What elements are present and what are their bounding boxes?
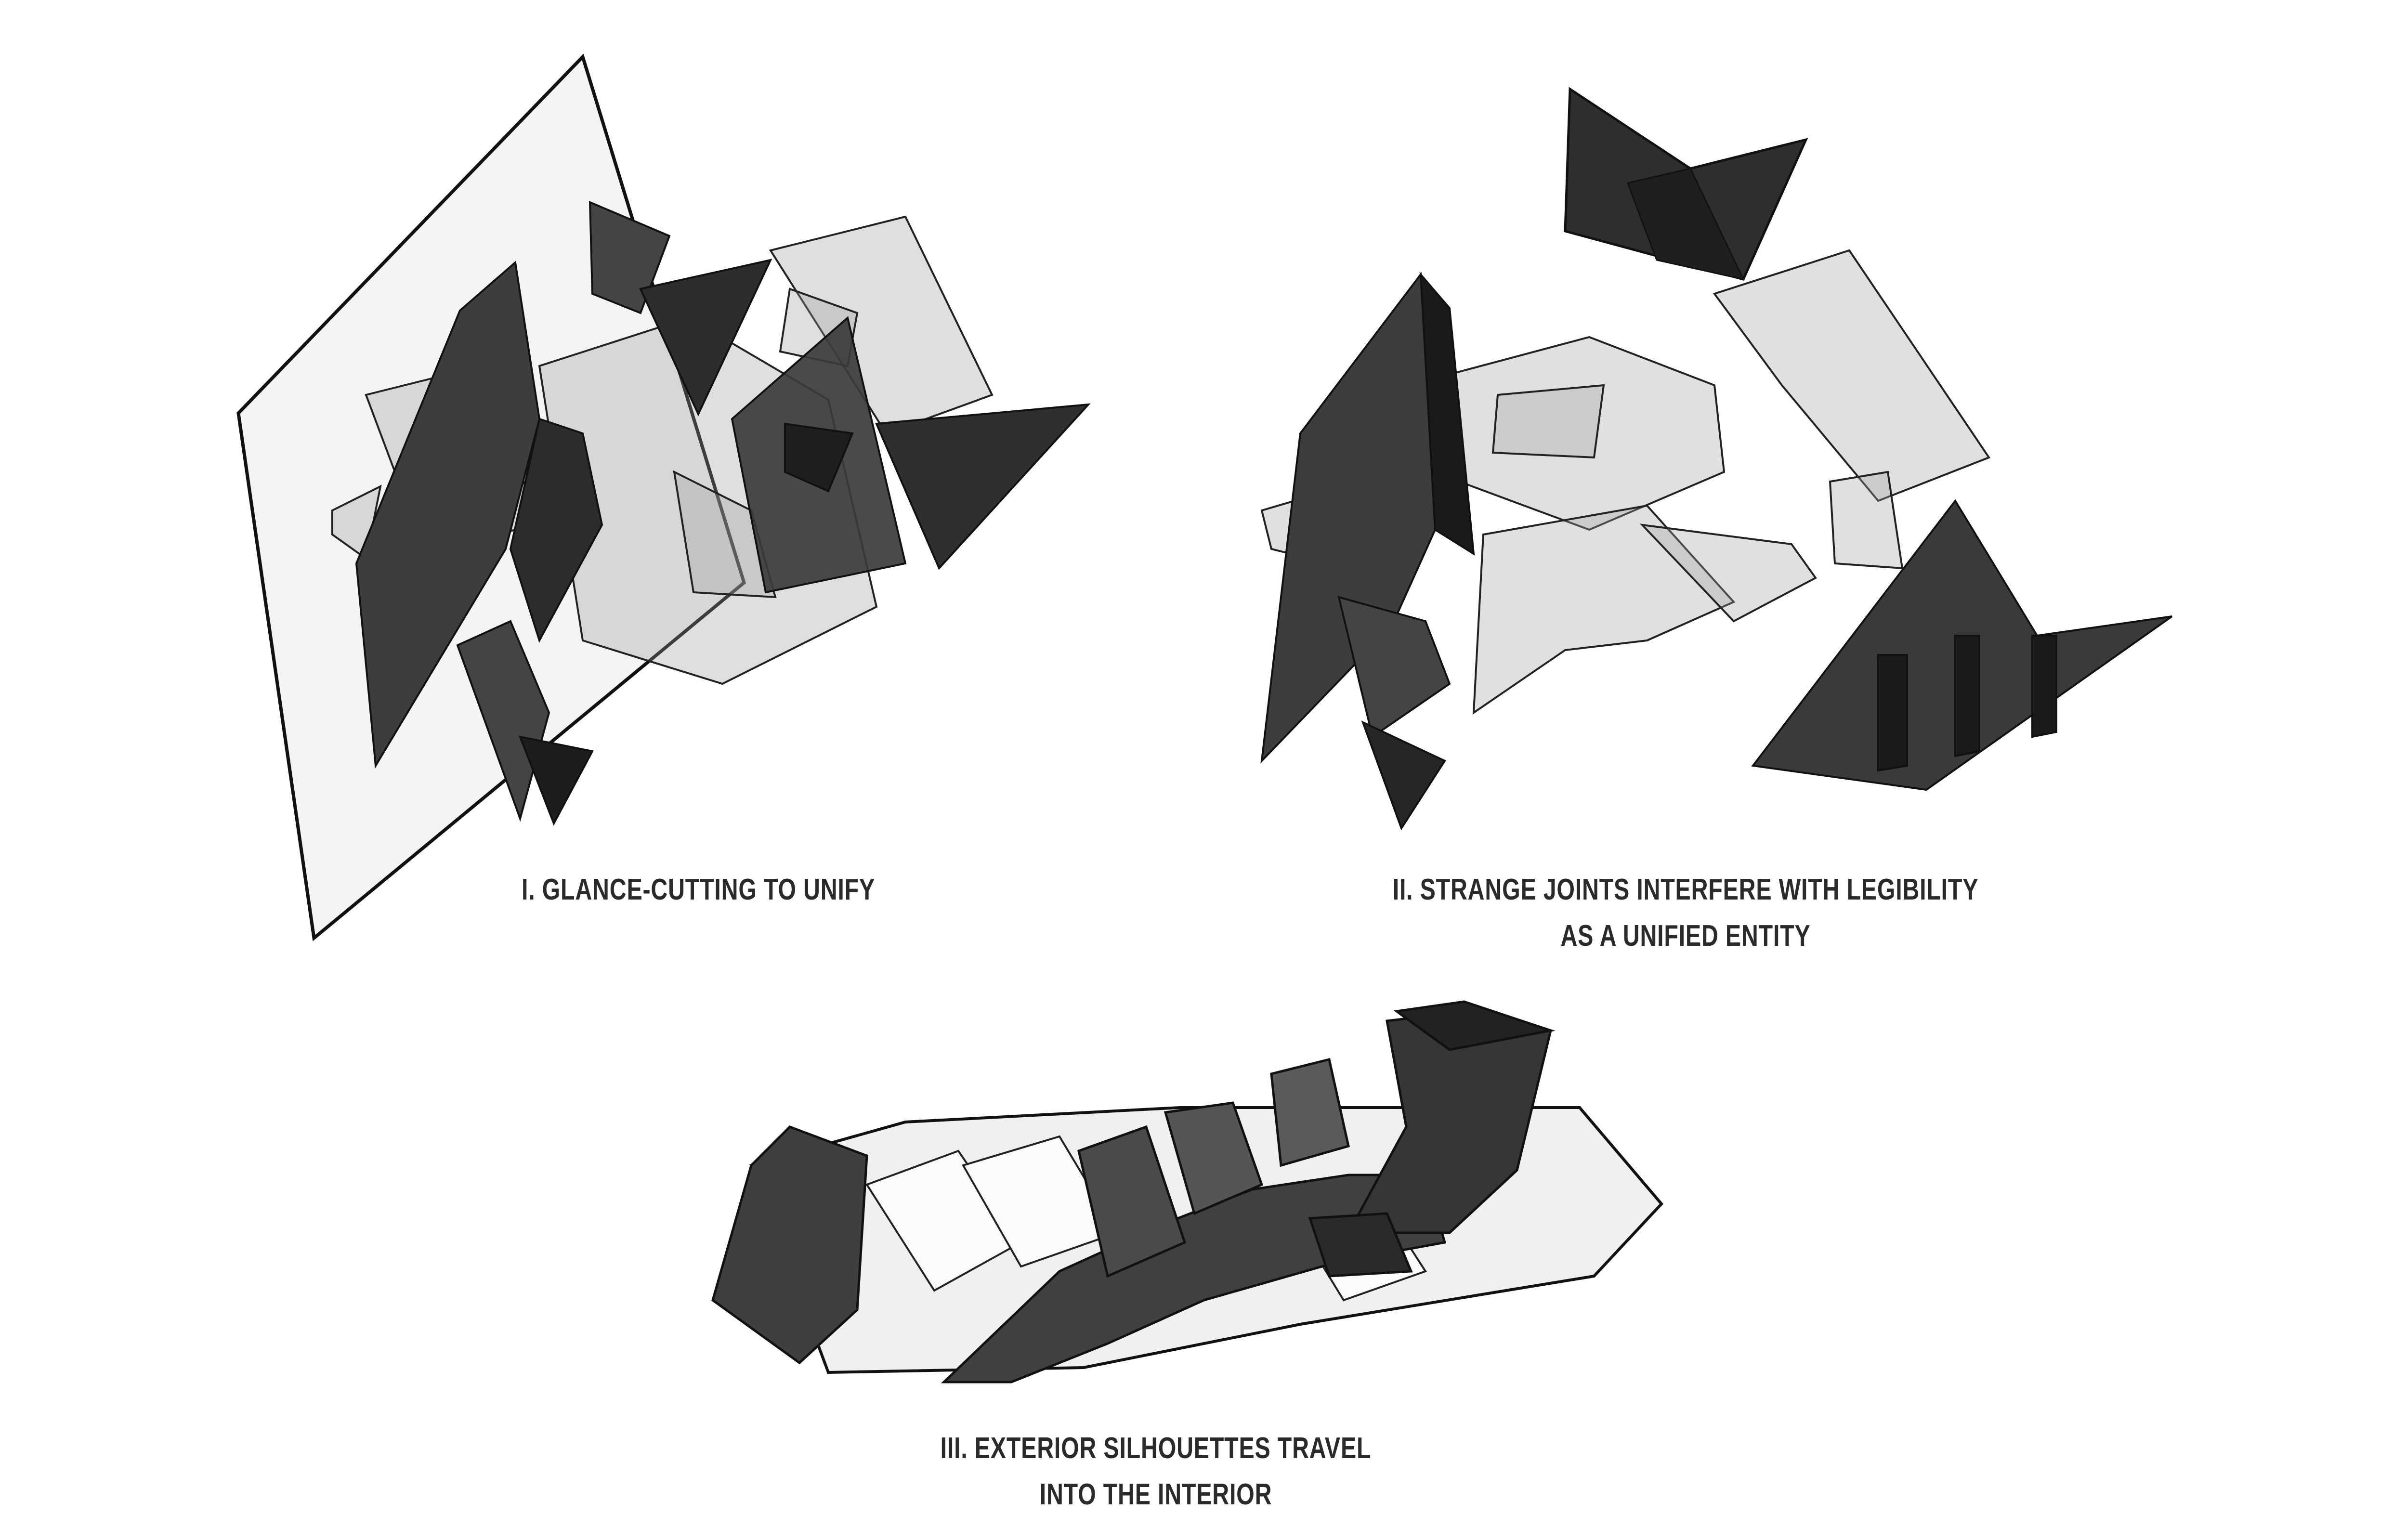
dark-right-wedge bbox=[1751, 499, 2173, 791]
caption-glance-cutting: I. GLANCE-CUTTING TO UNIFY bbox=[492, 867, 905, 913]
caption-line: II. STRANGE JOINTS INTERFERE WITH LEGIBI… bbox=[1392, 873, 1979, 906]
caption-exterior-silhouettes: III. EXTERIOR SILHOUETTES TRAVEL INTO TH… bbox=[837, 1425, 1475, 1518]
caption-line: INTO THE INTERIOR bbox=[1039, 1478, 1272, 1511]
translucent-frame bbox=[1260, 249, 1991, 715]
diagram-one-glance-cutting bbox=[236, 53, 1091, 941]
diagram-two-strange-joints bbox=[1260, 87, 2173, 831]
diagram-three-exterior-silhouettes bbox=[711, 1000, 1664, 1383]
dark-left-tower bbox=[1260, 272, 1475, 831]
caption-strange-joints: II. STRANGE JOINTS INTERFERE WITH LEGIBI… bbox=[1310, 867, 2061, 959]
caption-line: AS A UNIFIED ENTITY bbox=[1560, 919, 1811, 953]
translucent-volume bbox=[331, 215, 994, 685]
caption-line: III. EXTERIOR SILHOUETTES TRAVEL bbox=[940, 1432, 1372, 1465]
dark-sweeping-form bbox=[711, 1000, 1556, 1383]
dark-shards bbox=[355, 200, 1091, 826]
caption-line: I. GLANCE-CUTTING TO UNIFY bbox=[521, 873, 876, 906]
